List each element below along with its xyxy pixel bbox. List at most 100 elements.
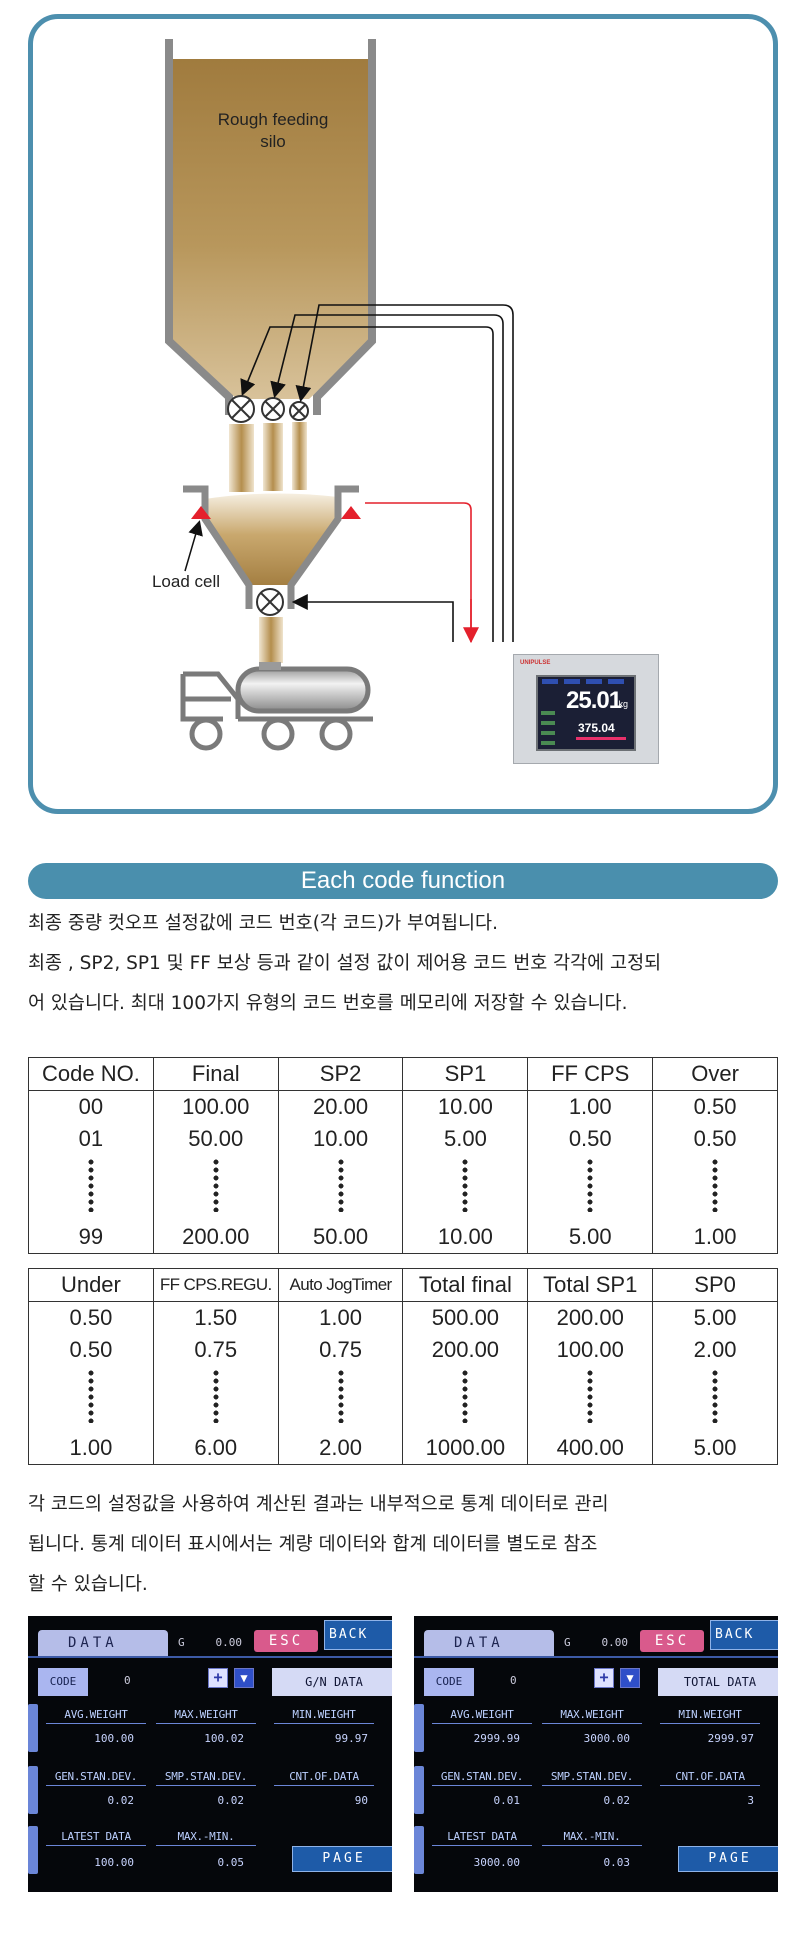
stats-line2: 됩니다. 통계 데이터 표시에서는 계량 데이터와 합계 데이터를 별도로 참조 <box>28 1534 598 1555</box>
back-button[interactable]: BACK <box>324 1620 392 1650</box>
silo-label: Rough feeding silo <box>203 109 343 153</box>
max-min-value: 0.05 <box>217 1856 245 1869</box>
table-cell: 1.50 <box>152 1301 279 1334</box>
vertical-ellipsis <box>337 1158 344 1212</box>
code-up-icon[interactable]: + <box>208 1668 228 1688</box>
weighing-indicator: UNIPULSE 25.01 kg 375.04 <box>513 654 659 764</box>
load-cell-signal <box>365 502 472 642</box>
table-cell: 1.00 <box>652 1221 778 1254</box>
table-cell: 20.00 <box>277 1090 404 1123</box>
code-value: 0 <box>510 1674 517 1687</box>
table-cell: 2.00 <box>277 1432 404 1465</box>
vertical-ellipsis <box>87 1158 94 1212</box>
table-cell: 0.50 <box>652 1123 778 1155</box>
smp-stan-dev-label: SMP.STAN.DEV. <box>542 1770 642 1786</box>
table-cell: 5.00 <box>652 1432 778 1465</box>
table-header: Over <box>652 1057 778 1091</box>
vertical-ellipsis <box>712 1158 719 1212</box>
cnt-of-data-label: CNT.OF.DATA <box>660 1770 760 1786</box>
panel-title: DATA <box>424 1630 554 1656</box>
table-cell: 5.00 <box>527 1221 654 1254</box>
valve-medium <box>261 397 285 421</box>
table-cell: 200.00 <box>402 1334 529 1366</box>
gross-label: G <box>564 1636 571 1649</box>
table-cell: 00 <box>28 1090 154 1123</box>
silo-label-line1: Rough feeding <box>217 110 329 129</box>
intro-line2: 최종 , SP2, SP1 및 FF 보상 등과 같이 설정 값이 제어용 코드… <box>28 953 662 974</box>
total-data-tab[interactable]: TOTAL DATA <box>658 1668 778 1696</box>
vertical-ellipsis <box>462 1158 469 1212</box>
load-cell-right <box>341 506 361 519</box>
avg-weight-value: 2999.99 <box>473 1732 520 1745</box>
code-down-icon[interactable]: ▼ <box>234 1668 254 1688</box>
table-row: 00 100.00 20.00 10.00 1.00 0.50 <box>28 1090 778 1123</box>
max-weight-value: 3000.00 <box>583 1732 630 1745</box>
table-row: 99 200.00 50.00 10.00 5.00 1.00 <box>28 1221 778 1254</box>
esc-button[interactable]: ESC <box>640 1630 704 1652</box>
esc-button[interactable]: ESC <box>254 1630 318 1652</box>
stream-fine <box>292 422 307 490</box>
silo-material <box>169 59 372 399</box>
indicator-brand: UNIPULSE <box>520 660 551 666</box>
table-row: 0.50 1.50 1.00 500.00 200.00 5.00 <box>28 1301 778 1334</box>
table-cell: 500.00 <box>402 1301 529 1334</box>
table-cell: 99 <box>28 1221 154 1254</box>
table-cell: 400.00 <box>527 1432 654 1465</box>
cnt-of-data-value: 90 <box>354 1794 368 1807</box>
gross-value: 0.00 <box>601 1636 629 1649</box>
table-cell: 10.00 <box>402 1090 529 1123</box>
table-header: Auto JogTimer <box>277 1268 404 1302</box>
intro-line3: 어 있습니다. 최대 100가지 유형의 코드 번호를 메모리에 저장할 수 있… <box>28 993 628 1014</box>
gen-stan-dev-label: GEN.STAN.DEV. <box>432 1770 532 1786</box>
vertical-ellipsis <box>462 1369 469 1423</box>
section-header: Each code function <box>28 863 778 899</box>
load-cell-label: Load cell <box>151 572 221 591</box>
code-up-icon[interactable]: + <box>594 1668 614 1688</box>
gen-stan-dev-value: 0.01 <box>493 1794 521 1807</box>
avg-weight-value: 100.00 <box>94 1732 134 1745</box>
table-cell: 0.50 <box>28 1301 154 1334</box>
max-weight-label: MAX.WEIGHT <box>156 1708 256 1724</box>
max-weight-label: MAX.WEIGHT <box>542 1708 642 1724</box>
silo-label-line2: silo <box>260 132 286 151</box>
gn-data-tab[interactable]: G/N DATA <box>272 1668 392 1696</box>
cnt-of-data-label: CNT.OF.DATA <box>274 1770 374 1786</box>
load-cell-left <box>191 506 211 519</box>
vertical-ellipsis <box>212 1158 219 1212</box>
table-cell: 0.75 <box>277 1334 404 1366</box>
vertical-ellipsis <box>337 1369 344 1423</box>
cnt-of-data-value: 3 <box>747 1794 754 1807</box>
smp-stan-dev-value: 0.02 <box>217 1794 245 1807</box>
table-header: Final <box>152 1057 279 1091</box>
vertical-ellipsis <box>587 1369 594 1423</box>
vertical-ellipsis <box>587 1158 594 1212</box>
table-cell: 5.00 <box>402 1123 529 1155</box>
valve-discharge <box>256 588 284 616</box>
latest-data-value: 100.00 <box>94 1856 134 1869</box>
intro-line1: 최종 중량 컷오프 설정값에 코드 번호(각 코드)가 부여됩니다. <box>28 913 498 934</box>
stats-line3: 할 수 있습니다. <box>28 1574 148 1595</box>
table-cell: 10.00 <box>277 1123 404 1155</box>
page-button[interactable]: PAGE <box>292 1846 392 1872</box>
stream-medium <box>263 423 283 491</box>
stats-line1: 각 코드의 설정값을 사용하여 계산된 결과는 내부적으로 통계 데이터로 관리 <box>28 1494 609 1515</box>
panel-title: DATA <box>38 1630 168 1656</box>
stream-rough <box>229 424 254 492</box>
code-table-1: Code NO. Final SP2 SP1 FF CPS Over 00 10… <box>28 1057 778 1254</box>
vertical-ellipsis <box>712 1369 719 1423</box>
total-data-panel: DATA G 0.00 ESC BACK CODE 0 + ▼ TOTAL DA… <box>414 1616 778 1892</box>
code-down-icon[interactable]: ▼ <box>620 1668 640 1688</box>
latest-data-label: LATEST DATA <box>46 1830 146 1846</box>
valve-fine <box>289 401 309 421</box>
table-cell: 200.00 <box>527 1301 654 1334</box>
table-cell: 100.00 <box>152 1090 279 1123</box>
truck <box>180 662 373 751</box>
table-cell: 100.00 <box>527 1334 654 1366</box>
page-button[interactable]: PAGE <box>678 1846 778 1872</box>
back-button[interactable]: BACK <box>710 1620 778 1650</box>
min-weight-label: MIN.WEIGHT <box>274 1708 374 1724</box>
table-ellipsis-row <box>28 1366 778 1432</box>
table-ellipsis-row <box>28 1155 778 1221</box>
table-header: SP0 <box>652 1268 778 1302</box>
table-header-row: Code NO. Final SP2 SP1 FF CPS Over <box>28 1057 778 1091</box>
